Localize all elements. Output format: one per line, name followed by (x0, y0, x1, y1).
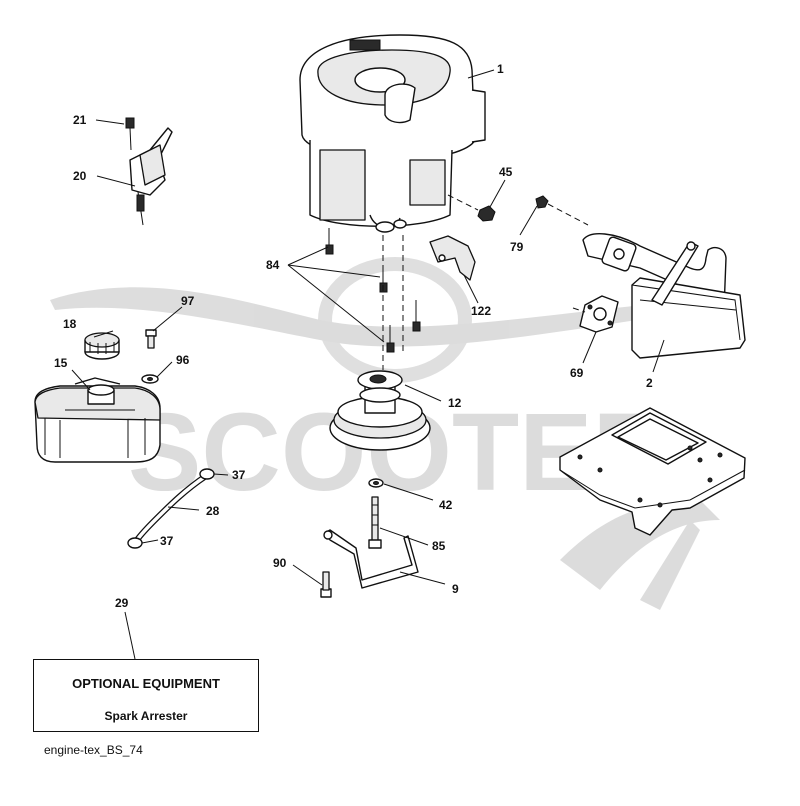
callout-90: 90 (273, 556, 287, 570)
callout-45: 45 (499, 165, 513, 179)
watermark-stroke (640, 520, 700, 610)
part-fuel-line (134, 473, 208, 542)
callout-20: 20 (73, 169, 87, 183)
callout-12: 12 (448, 396, 462, 410)
callout-84: 84 (266, 258, 280, 272)
assembly-lines (382, 194, 589, 370)
watermark-ring (318, 257, 472, 383)
part-hose-clamp-bottom (127, 537, 143, 549)
callout-122: 122 (471, 304, 491, 318)
callout-29: 29 (115, 596, 129, 610)
part-throttle-control (125, 117, 173, 226)
optional-equipment-title: OPTIONAL EQUIPMENT (72, 676, 220, 691)
part-washer-96 (141, 374, 159, 384)
part-nut-45 (477, 205, 496, 222)
part-fuel-tank (34, 377, 161, 463)
part-mounting-plate (559, 407, 746, 536)
callout-42: 42 (439, 498, 453, 512)
part-bolt-90 (320, 571, 332, 598)
leader-lines (71, 69, 665, 660)
optional-equipment-box: OPTIONAL EQUIPMENT Spark Arrester (33, 659, 259, 732)
part-bolt-97 (145, 329, 157, 349)
callout-18: 18 (63, 317, 77, 331)
callout-2: 2 (646, 376, 653, 390)
part-muffler (582, 233, 746, 359)
callout-85: 85 (432, 539, 446, 553)
part-bolt-85 (368, 496, 382, 549)
callout-15: 15 (54, 356, 68, 370)
optional-equipment-item: Spark Arrester (104, 709, 188, 723)
callout-69: 69 (570, 366, 584, 380)
callout-1: 1 (497, 62, 504, 76)
callout-79: 79 (510, 240, 524, 254)
part-bracket-122 (429, 235, 476, 281)
part-pulley (329, 370, 431, 451)
watermark-tail (560, 500, 720, 590)
callout-96: 96 (176, 353, 190, 367)
part-bolt-79 (535, 195, 549, 209)
part-fuel-cap (84, 332, 120, 360)
callout-9: 9 (452, 582, 459, 596)
part-engine (299, 34, 486, 233)
callout-labels: 1 2 9 12 15 18 20 21 28 29 37 37 42 45 6… (54, 62, 653, 610)
part-bracket-9 (323, 529, 419, 589)
part-gasket-69 (579, 295, 619, 333)
callout-37-bottom: 37 (160, 534, 174, 548)
callout-28: 28 (206, 504, 220, 518)
part-hose-clamp-top (199, 468, 215, 480)
callout-37-top: 37 (232, 468, 246, 482)
part-washer-42 (368, 478, 384, 488)
callout-21: 21 (73, 113, 87, 127)
diagram-code: engine-tex_BS_74 (44, 743, 143, 757)
watermark-swoosh (50, 287, 705, 347)
callout-97: 97 (181, 294, 195, 308)
